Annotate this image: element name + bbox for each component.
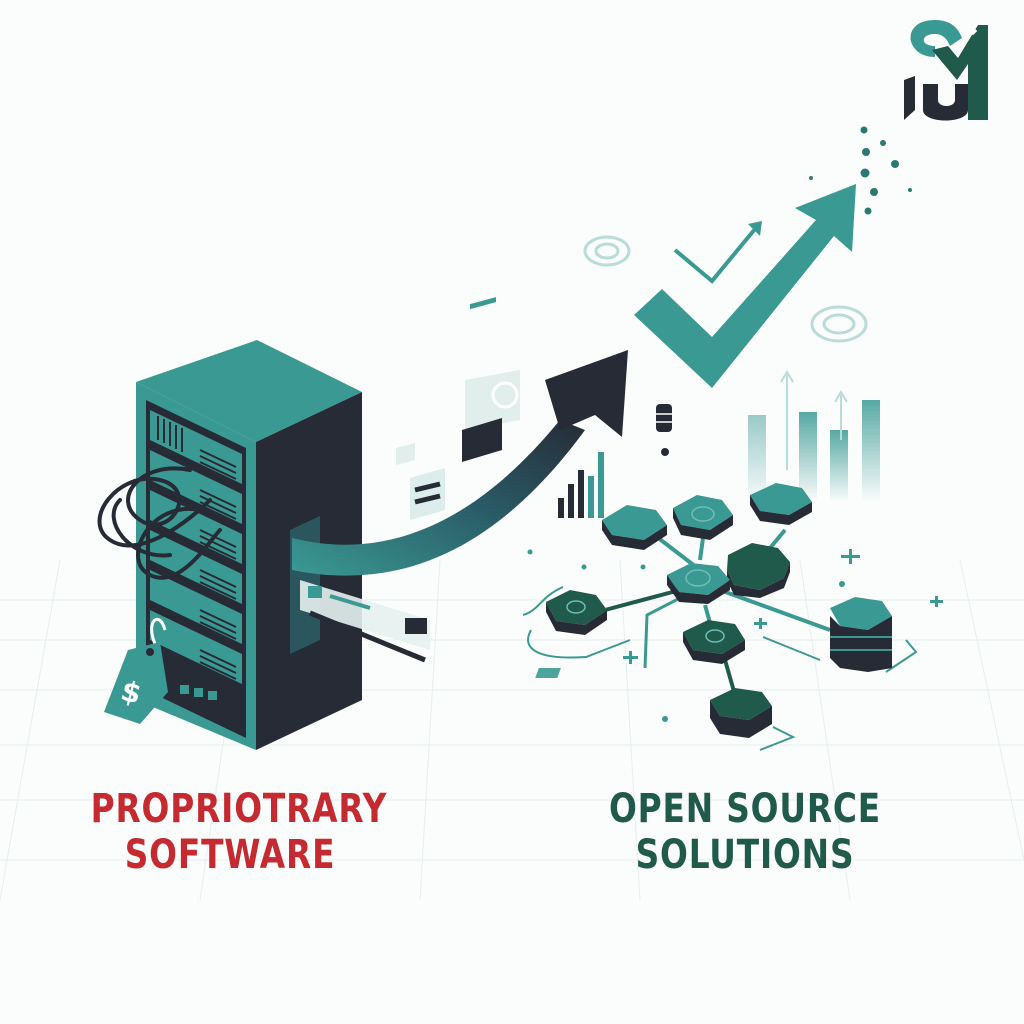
price-tag-icon: $: [104, 617, 168, 724]
database-icon: [656, 404, 672, 456]
hexagon-network-icon: [522, 483, 943, 751]
open-source-title-line2: SOLUTIONS: [635, 832, 855, 878]
tangled-cables-icon: [97, 466, 222, 580]
target-ring-icon: [583, 235, 868, 343]
proprietary-title-line2: SOFTWARE: [124, 832, 336, 878]
open-source-title-line1: OPEN SOURCE: [608, 786, 882, 832]
faded-bar-chart-icon: [748, 370, 880, 505]
proprietary-title-line1: PROPRIOTRARY: [90, 786, 388, 832]
floating-dashboard-cards: [300, 297, 520, 663]
sm-monogram-logo: [904, 20, 988, 121]
curved-growth-arrow-icon: [292, 350, 628, 576]
checkmark-arrow-icon: [634, 184, 856, 388]
sparkle-dots: [809, 126, 912, 215]
mini-bar-chart-icon: [558, 452, 604, 518]
proprietary-software-title: PROPRIOTRARY SOFTWARE: [90, 786, 388, 878]
open-source-solutions-title: OPEN SOURCE SOLUTIONS: [606, 786, 885, 878]
